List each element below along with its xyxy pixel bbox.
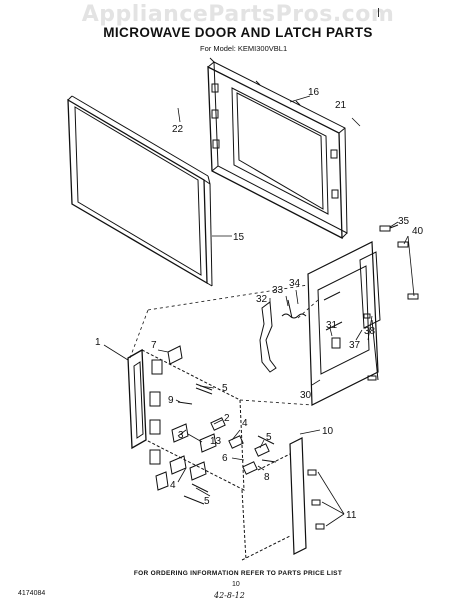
page-title: MICROWAVE DOOR AND LATCH PARTS	[103, 25, 373, 40]
callout-31: 31	[326, 320, 338, 331]
document-number: 4174084	[18, 590, 46, 597]
callout-6: 6	[222, 453, 228, 464]
callout-15: 15	[233, 232, 245, 243]
callout-13: 13	[210, 436, 222, 447]
watermark: AppliancePartsPros.com	[81, 2, 395, 27]
callout-5-right: 5	[266, 432, 272, 443]
latch-screws	[363, 224, 419, 381]
door-frame-part	[207, 57, 348, 240]
callout-22: 22	[172, 124, 184, 135]
interlock-switches	[210, 417, 270, 475]
callout-10: 10	[322, 426, 334, 437]
callout-40: 40	[412, 226, 424, 237]
callout-30: 30	[300, 390, 312, 401]
callout-4-right: 4	[242, 418, 248, 429]
latch-lever-part	[259, 301, 277, 373]
callout-3: 3	[178, 430, 184, 441]
callout-35: 35	[398, 216, 410, 227]
page-number: 10	[232, 581, 240, 588]
callout-labels: 16 21 22 15 35 40 34 33 32 31 38 37 30 1…	[95, 87, 424, 521]
latch-spring-part	[281, 299, 307, 319]
callout-4-lower: 4	[170, 480, 176, 491]
mounting-screws	[177, 383, 277, 505]
callout-32: 32	[256, 294, 268, 305]
callout-2-upper: 2	[224, 413, 230, 424]
callout-8: 8	[264, 472, 270, 483]
callout-21: 21	[335, 100, 347, 111]
callout-33: 33	[272, 285, 284, 296]
callout-37: 37	[349, 340, 361, 351]
callout-5-lower: 5	[204, 496, 210, 507]
callout-7: 7	[151, 340, 157, 351]
leader-lines	[103, 95, 415, 527]
callout-16: 16	[308, 87, 320, 98]
callout-38: 38	[364, 326, 376, 337]
margin-mark	[378, 8, 379, 17]
hinge-bracket-part	[241, 437, 325, 561]
callout-5-upper: 5	[222, 383, 228, 394]
door-panel-part	[67, 95, 213, 287]
callout-1: 1	[95, 337, 101, 348]
callout-9: 9	[168, 395, 174, 406]
callout-11: 11	[346, 510, 357, 521]
model-label: For Model: KEMI300VBL1	[200, 44, 288, 53]
ordering-note: FOR ORDERING INFORMATION REFER TO PARTS …	[133, 570, 343, 577]
callout-34: 34	[289, 278, 301, 289]
latch-plate-part	[307, 241, 381, 406]
interlock-bracket-part	[127, 345, 245, 491]
handwritten-date: 42-8-12	[214, 591, 245, 600]
assembly-guide-lines	[129, 284, 319, 406]
